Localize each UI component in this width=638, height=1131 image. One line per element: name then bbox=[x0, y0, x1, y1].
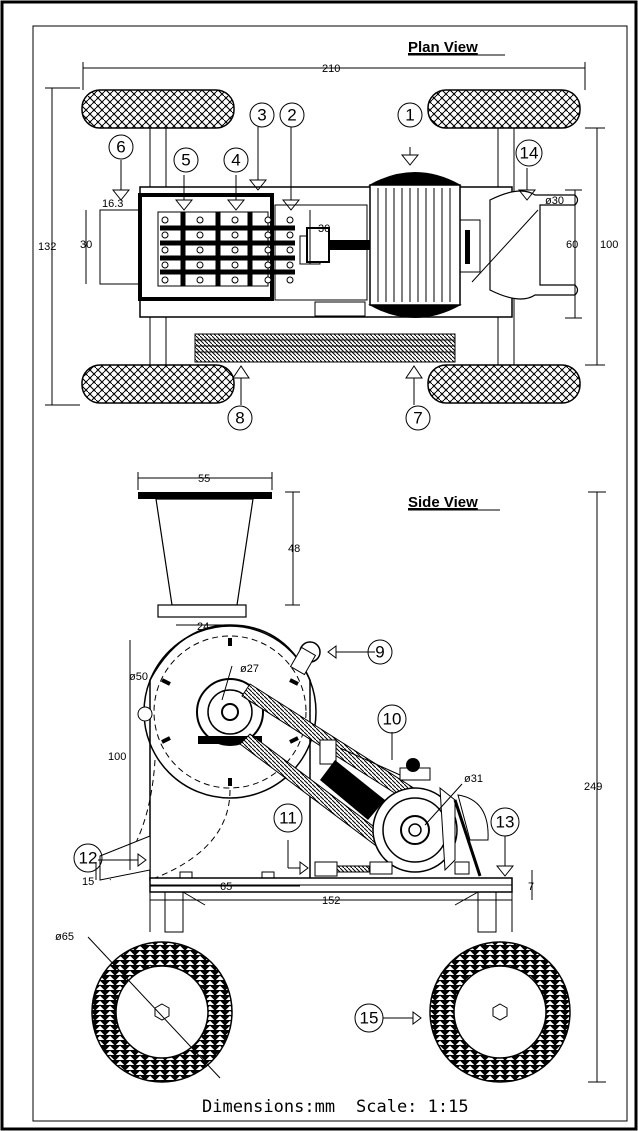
wheel-top-left bbox=[81, 89, 235, 129]
balloon-5: 5 bbox=[173, 147, 199, 173]
balloon-6: 6 bbox=[108, 134, 134, 160]
balloon-8: 8 bbox=[227, 405, 253, 431]
svg-text:14: 14 bbox=[520, 144, 539, 163]
side-motor bbox=[369, 786, 489, 877]
hopper-rim bbox=[138, 492, 272, 499]
balloon-12: 12 bbox=[73, 843, 103, 873]
dim-65-wheel: ø65 bbox=[55, 931, 74, 943]
dim-16-3: 16.3 bbox=[102, 198, 123, 210]
balloon-2: 2 bbox=[279, 102, 305, 128]
svg-text:11: 11 bbox=[279, 809, 297, 828]
rotor-blades bbox=[157, 211, 295, 287]
inner-border bbox=[32, 25, 628, 1122]
balloon-13: 13 bbox=[490, 807, 520, 837]
dim-15: 15 bbox=[82, 876, 94, 888]
plan-view: Plan View 210 132 bbox=[38, 39, 618, 406]
footer-scale: Scale: 1:15 bbox=[356, 1097, 469, 1117]
svg-text:5: 5 bbox=[181, 151, 190, 170]
dim-48: 48 bbox=[288, 543, 300, 555]
belt-tensioner bbox=[319, 739, 431, 820]
dim-65: 65 bbox=[220, 881, 232, 893]
balloon-14: 14 bbox=[515, 139, 543, 167]
balloon-11: 11 bbox=[273, 803, 303, 833]
hopper bbox=[155, 498, 254, 606]
dim-249: 249 bbox=[584, 781, 602, 793]
balloon-15: 15 bbox=[354, 1003, 384, 1033]
svg-text:9: 9 bbox=[375, 643, 384, 662]
dim-132: 132 bbox=[38, 241, 56, 253]
plan-motor bbox=[368, 172, 481, 318]
wheel-right-side bbox=[429, 941, 571, 1083]
svg-text:13: 13 bbox=[496, 813, 515, 832]
balloon-4: 4 bbox=[223, 147, 249, 173]
wheel-bottom-left bbox=[81, 364, 235, 404]
dim-7: 7 bbox=[528, 881, 534, 893]
wheel-left-side bbox=[87, 936, 233, 1083]
balloon-3: 3 bbox=[249, 102, 275, 128]
svg-text:4: 4 bbox=[231, 151, 240, 170]
dim-hopper-30: 30 bbox=[80, 239, 92, 251]
svg-text:3: 3 bbox=[257, 106, 266, 125]
dim-60: 60 bbox=[566, 239, 578, 251]
svg-text:12: 12 bbox=[79, 849, 98, 868]
svg-text:2: 2 bbox=[287, 106, 296, 125]
side-view-title: Side View bbox=[408, 494, 478, 511]
outlet-chute bbox=[99, 835, 151, 881]
balloon-10: 10 bbox=[377, 704, 407, 734]
crusher-housing bbox=[149, 624, 311, 881]
dim-55: 55 bbox=[198, 473, 210, 485]
dim-152: 152 bbox=[322, 895, 340, 907]
side-view: Side View 55 48 24 ø50 ø27 bbox=[55, 472, 606, 1083]
svg-text:15: 15 bbox=[360, 1009, 379, 1028]
balloon-9: 9 bbox=[367, 639, 393, 665]
svg-text:1: 1 bbox=[405, 106, 414, 125]
dim-27: ø27 bbox=[240, 663, 259, 675]
plan-belt bbox=[194, 333, 456, 363]
svg-text:10: 10 bbox=[383, 710, 402, 729]
wheel-bottom-right bbox=[427, 364, 581, 404]
balloon-7: 7 bbox=[405, 405, 431, 431]
dim-210: 210 bbox=[322, 63, 340, 75]
wheel-top-right bbox=[427, 89, 581, 129]
dim-50: ø50 bbox=[129, 671, 148, 683]
svg-text:6: 6 bbox=[116, 138, 125, 157]
dim-31: ø31 bbox=[464, 773, 483, 785]
dim-pulley-30: ø30 bbox=[545, 195, 564, 207]
plan-view-title: Plan View bbox=[408, 39, 478, 56]
dim-height-100: 100 bbox=[108, 751, 126, 763]
dim-100: 100 bbox=[600, 239, 618, 251]
footer-dimensions: Dimensions:mm bbox=[202, 1097, 335, 1117]
svg-text:7: 7 bbox=[413, 409, 422, 428]
dim-shaft-30: 30 bbox=[318, 223, 330, 235]
balloon-1: 1 bbox=[397, 102, 423, 128]
svg-text:8: 8 bbox=[235, 409, 244, 428]
